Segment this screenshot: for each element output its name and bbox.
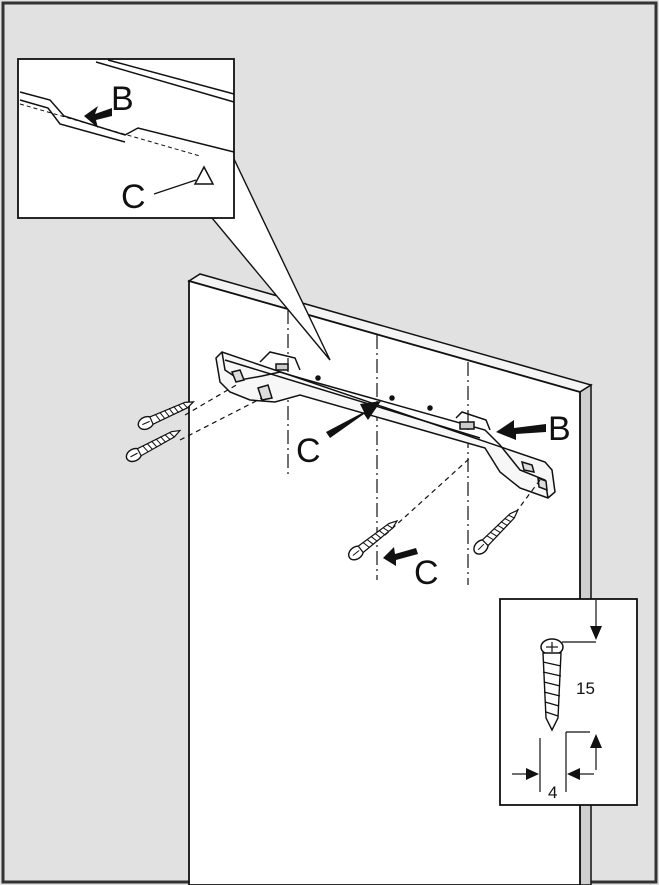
- arrow-main-c: [326, 401, 381, 438]
- arrow-bottom-c: [383, 547, 418, 566]
- screw-dimension-detail: [499, 598, 638, 806]
- mounting-rail: [215, 351, 556, 499]
- screw-diameter-label: 4: [548, 783, 558, 802]
- main-label-c-bottom: C: [414, 554, 439, 592]
- detail-label-c: C: [121, 178, 146, 216]
- detail-label-b: B: [111, 80, 134, 118]
- main-label-b: B: [548, 410, 571, 448]
- detail-callout: [17, 58, 331, 361]
- arrow-main-b: [496, 420, 546, 440]
- screw-paths: [179, 383, 541, 536]
- main-label-c-left: C: [296, 432, 321, 470]
- screw-length-label: 15: [576, 679, 595, 698]
